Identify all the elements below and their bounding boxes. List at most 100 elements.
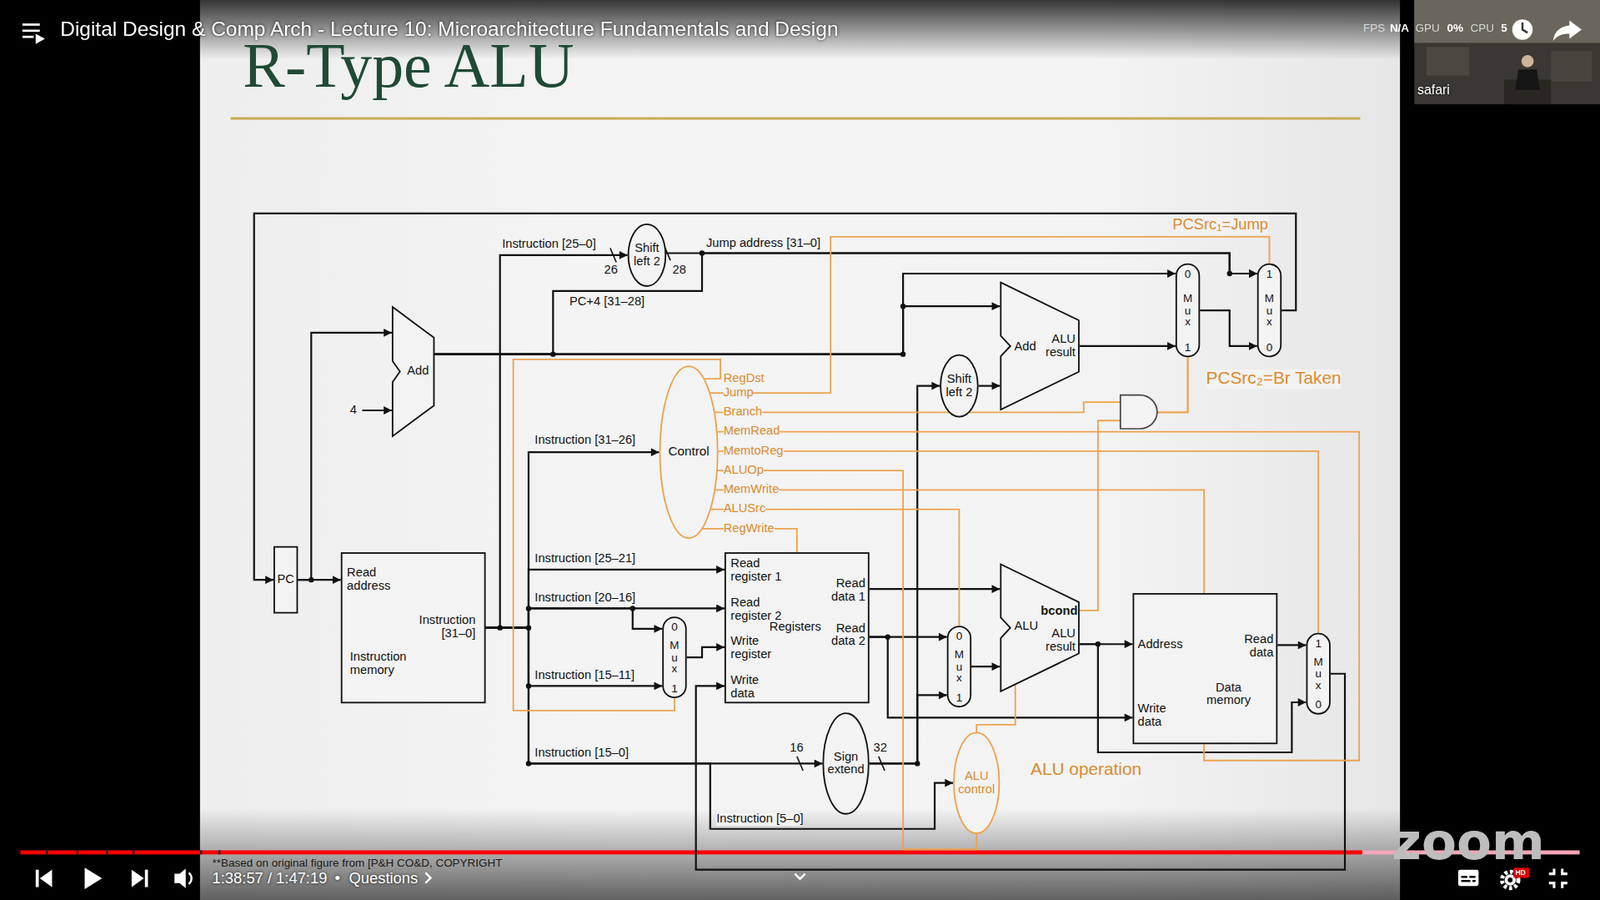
pc-adder: Add bbox=[391, 305, 435, 437]
mux-label: 0 bbox=[1257, 341, 1282, 354]
part-label: bcond bbox=[1040, 604, 1078, 618]
signal-name: Jump bbox=[723, 386, 754, 400]
bus-width: 26 bbox=[604, 263, 618, 277]
part-label: Write data bbox=[730, 673, 772, 701]
webcam-thumbnail-part bbox=[1550, 50, 1592, 82]
previous-button-part bbox=[35, 869, 40, 888]
part-label: ALU result bbox=[1038, 332, 1076, 360]
mux-label: M u x bbox=[1181, 292, 1194, 328]
webcam-thumbnail-part bbox=[1521, 55, 1535, 68]
playlist-icon-part bbox=[35, 33, 46, 44]
mux-label: 0 bbox=[1306, 697, 1331, 711]
share-icon bbox=[1553, 20, 1582, 41]
playlist-icon-part bbox=[22, 29, 41, 32]
data-wire bbox=[486, 627, 663, 687]
control-wire bbox=[717, 431, 1360, 761]
bus-label: Instruction [5–0] bbox=[716, 812, 804, 826]
signal-name: RegDst bbox=[723, 371, 765, 385]
subtitles-button-part bbox=[1461, 875, 1468, 878]
play-button bbox=[85, 867, 103, 889]
progress-bar-part bbox=[76, 849, 79, 854]
settings-button-part bbox=[1513, 867, 1530, 878]
part-label: Add bbox=[406, 364, 429, 378]
mux-outline bbox=[1258, 264, 1282, 357]
mux-label: 1 bbox=[1175, 341, 1200, 354]
mux-outline bbox=[1306, 633, 1330, 714]
stats-label: GPU bbox=[1414, 21, 1440, 35]
data-wire bbox=[869, 694, 948, 763]
data-wire bbox=[978, 385, 1001, 387]
next-button-part bbox=[145, 869, 149, 888]
part-label: Read address bbox=[346, 566, 401, 593]
data-wire bbox=[486, 451, 660, 628]
signal-name: ALUOp bbox=[723, 463, 764, 477]
settings-button bbox=[1502, 867, 1530, 888]
part-label: Read register 2 bbox=[730, 596, 790, 623]
box-outline bbox=[274, 546, 298, 613]
ellipse-outline bbox=[628, 224, 667, 286]
junction-dot bbox=[308, 250, 1233, 766]
data-wire bbox=[869, 386, 940, 764]
mux-label: M u x bbox=[952, 648, 966, 684]
instruction-memory: Read addressInstruction [31–0]Instructio… bbox=[341, 551, 487, 703]
part-label: Read data 1 bbox=[826, 576, 866, 603]
signal-name: MemtoReg bbox=[723, 443, 784, 457]
bus-label: Instruction [15–0] bbox=[534, 746, 629, 760]
chapter-chevron bbox=[425, 872, 431, 883]
data-wire bbox=[666, 253, 1258, 274]
settings-button-part bbox=[1507, 877, 1513, 883]
next-button bbox=[131, 869, 149, 888]
webcam-thumbnail-part bbox=[1414, 0, 1600, 43]
footnote: **Based on original figure from [P&H CO&… bbox=[212, 856, 503, 869]
ellipse-outline bbox=[940, 355, 979, 417]
chapter-title: Questions bbox=[349, 869, 419, 887]
exit-fullscreen-button bbox=[1549, 867, 1568, 888]
alu: bcondALUALU result bbox=[999, 563, 1079, 693]
data-wire bbox=[434, 305, 1000, 355]
box-outline bbox=[341, 552, 486, 703]
subtitles-button-part bbox=[1458, 869, 1479, 887]
control-wire bbox=[513, 359, 721, 711]
signal-name: PCSrc₂=Br Taken bbox=[1206, 369, 1342, 389]
subtitles-button-part bbox=[1461, 879, 1471, 882]
constant-input-wire bbox=[361, 409, 392, 412]
data-wire bbox=[869, 587, 1001, 590]
bus-label: Instruction [25–21] bbox=[534, 551, 636, 566]
progress-bar-part bbox=[45, 849, 48, 854]
webcam-thumbnail-part bbox=[1426, 46, 1470, 76]
alu-control-ellipse: ALU control bbox=[952, 732, 1000, 834]
bus-label: Jump address [31–0] bbox=[706, 236, 821, 251]
subtitles-button bbox=[1458, 869, 1479, 887]
bus-label: PC+4 [31–28] bbox=[569, 295, 645, 309]
part-label: Read data bbox=[1234, 632, 1274, 660]
shift-left-2-ellipse: Shift left 2 bbox=[939, 354, 979, 418]
data-wire bbox=[486, 607, 663, 628]
jump-mux: 1M u x0 bbox=[1257, 263, 1282, 358]
volume-button-part bbox=[188, 872, 191, 883]
data-wire bbox=[1079, 345, 1176, 347]
register-file: Read register 1Read register 2Write regi… bbox=[724, 551, 870, 703]
ellipse-outline bbox=[822, 712, 868, 814]
part-label: Data memory bbox=[1199, 680, 1258, 708]
video-title: Digital Design & Comp Arch - Lecture 10:… bbox=[60, 17, 838, 41]
mux-label: 1 bbox=[662, 681, 687, 694]
volume-button-part bbox=[174, 867, 186, 888]
bus-width: 32 bbox=[873, 741, 888, 755]
mux-outline bbox=[947, 626, 972, 707]
part-label: Add bbox=[1014, 340, 1037, 354]
mux-label: M u x bbox=[1312, 656, 1325, 692]
stats-label: FPS bbox=[1363, 21, 1385, 35]
constant-label: 4 bbox=[350, 402, 357, 417]
pc-register: PC bbox=[273, 546, 298, 614]
data-memory: AddressRead dataData memoryWrite data bbox=[1132, 592, 1278, 744]
memtoreg-mux: 1M u x0 bbox=[1306, 632, 1331, 715]
data-wire bbox=[486, 607, 725, 627]
signal-name: ALUSrc bbox=[723, 501, 767, 516]
watch-later-icon-part bbox=[1522, 22, 1528, 33]
part-label: Registers bbox=[769, 620, 822, 634]
subtitles-button-part bbox=[1469, 875, 1475, 878]
branch-mux: 0M u x1 bbox=[1175, 263, 1200, 358]
sign-extend-ellipse: Sign extend bbox=[822, 712, 869, 814]
progress-bar-part bbox=[132, 849, 135, 854]
